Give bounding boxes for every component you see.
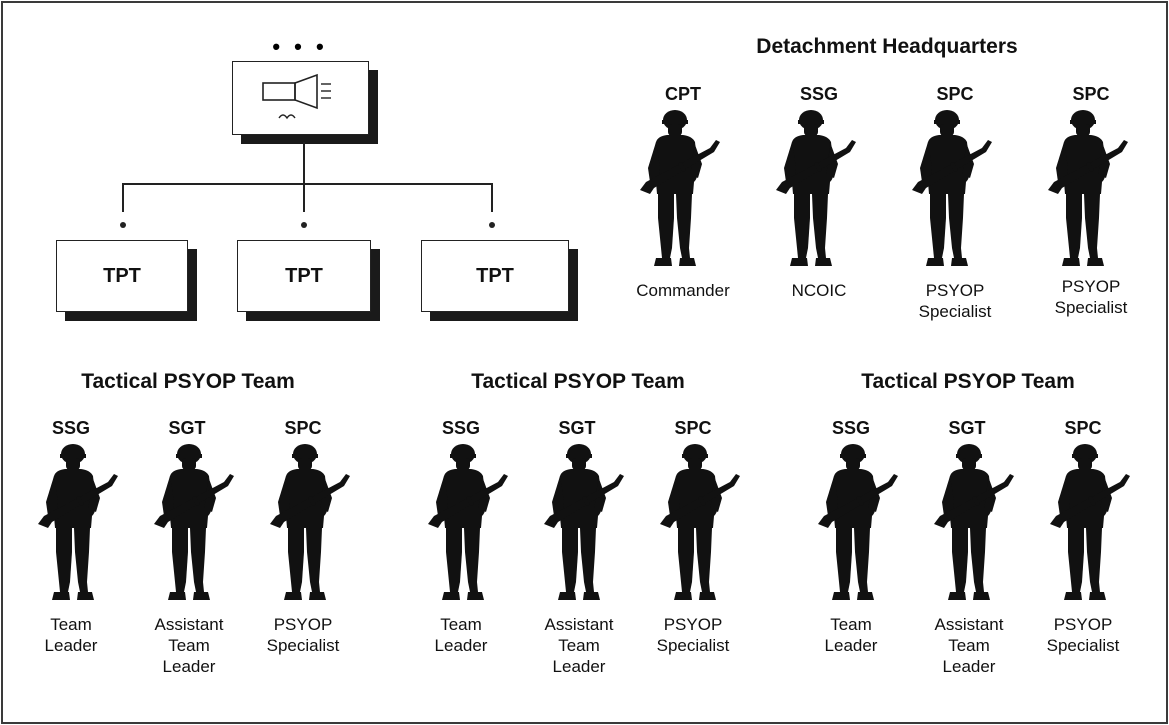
role-label: Team Leader bbox=[44, 615, 98, 655]
role-label: Assistant Team Leader bbox=[154, 615, 224, 676]
detachment-title: Detachment Headquarters bbox=[756, 35, 1018, 58]
role-label: Assistant Team Leader bbox=[934, 615, 1004, 676]
connector-dot bbox=[120, 222, 126, 228]
role-label: Assistant Team Leader bbox=[544, 615, 614, 676]
team-member: SSG Team Leader bbox=[416, 418, 526, 688]
soldier-icon bbox=[428, 442, 523, 602]
tpt-box: TPT bbox=[421, 240, 569, 312]
team-member: SPC PSYOP Specialist bbox=[258, 418, 368, 688]
soldier-icon bbox=[270, 442, 365, 602]
soldier-icon bbox=[818, 442, 913, 602]
connector-right bbox=[491, 183, 493, 212]
connector-middle bbox=[303, 183, 305, 212]
rank-label: SGT bbox=[168, 418, 206, 438]
team-member: SGT Assistant Team Leader bbox=[142, 418, 252, 688]
role-label: Team Leader bbox=[434, 615, 488, 655]
soldier-icon bbox=[934, 442, 1029, 602]
connector-dot bbox=[489, 222, 495, 228]
loudspeaker-unit-symbol-icon bbox=[262, 73, 331, 120]
rank-label: SPC bbox=[1064, 418, 1102, 438]
rank-label: SGT bbox=[948, 418, 986, 438]
role-label: PSYOP Specialist bbox=[656, 615, 730, 655]
team-member: SPC PSYOP Specialist bbox=[1038, 418, 1148, 688]
role-label: PSYOP Specialist bbox=[1054, 277, 1128, 317]
rank-label: SPC bbox=[936, 84, 974, 104]
role-label: NCOIC bbox=[791, 281, 847, 300]
rank-label: SPC bbox=[674, 418, 712, 438]
hq-member: SSG NCOIC bbox=[764, 84, 874, 324]
role-label: PSYOP Specialist bbox=[918, 281, 992, 321]
hq-member: SPC PSYOP Specialist bbox=[1036, 84, 1146, 324]
team-title: Tactical PSYOP Team bbox=[471, 370, 685, 393]
hq-member: CPT Commander bbox=[628, 84, 738, 324]
team-member: SSG Team Leader bbox=[26, 418, 136, 688]
connector-dot bbox=[301, 222, 307, 228]
hq-member: SPC PSYOP Specialist bbox=[900, 84, 1010, 324]
soldier-icon bbox=[38, 442, 133, 602]
tpt-box: TPT bbox=[237, 240, 371, 312]
rank-label: CPT bbox=[665, 84, 701, 104]
rank-label: SSG bbox=[51, 418, 90, 438]
rank-label: SPC bbox=[1072, 84, 1110, 104]
soldier-icon bbox=[1050, 442, 1145, 602]
soldier-icon bbox=[776, 108, 871, 268]
role-label: PSYOP Specialist bbox=[1046, 615, 1120, 655]
team-member: SPC PSYOP Specialist bbox=[648, 418, 758, 688]
rank-label: SSG bbox=[799, 84, 838, 104]
rank-label: SPC bbox=[284, 418, 322, 438]
team-member: SGT Assistant Team Leader bbox=[532, 418, 642, 688]
soldier-icon bbox=[1048, 108, 1143, 268]
hq-unit-box bbox=[232, 61, 369, 135]
rank-label: SGT bbox=[558, 418, 596, 438]
soldier-icon bbox=[544, 442, 639, 602]
soldier-icon bbox=[912, 108, 1007, 268]
team-title: Tactical PSYOP Team bbox=[81, 370, 295, 393]
connector-vertical bbox=[303, 142, 305, 184]
soldier-icon bbox=[660, 442, 755, 602]
connector-horizontal bbox=[122, 183, 493, 185]
hq-dots: • • • bbox=[272, 34, 328, 59]
rank-label: SSG bbox=[441, 418, 480, 438]
connector-left bbox=[122, 183, 124, 212]
soldier-icon bbox=[640, 108, 735, 268]
team-member: SGT Assistant Team Leader bbox=[922, 418, 1032, 688]
team-member: SSG Team Leader bbox=[806, 418, 916, 688]
rank-label: SSG bbox=[831, 418, 870, 438]
role-label: Commander bbox=[636, 281, 730, 300]
role-label: Team Leader bbox=[824, 615, 878, 655]
role-label: PSYOP Specialist bbox=[266, 615, 340, 655]
soldier-icon bbox=[154, 442, 249, 602]
team-title: Tactical PSYOP Team bbox=[861, 370, 1075, 393]
tpt-box: TPT bbox=[56, 240, 188, 312]
